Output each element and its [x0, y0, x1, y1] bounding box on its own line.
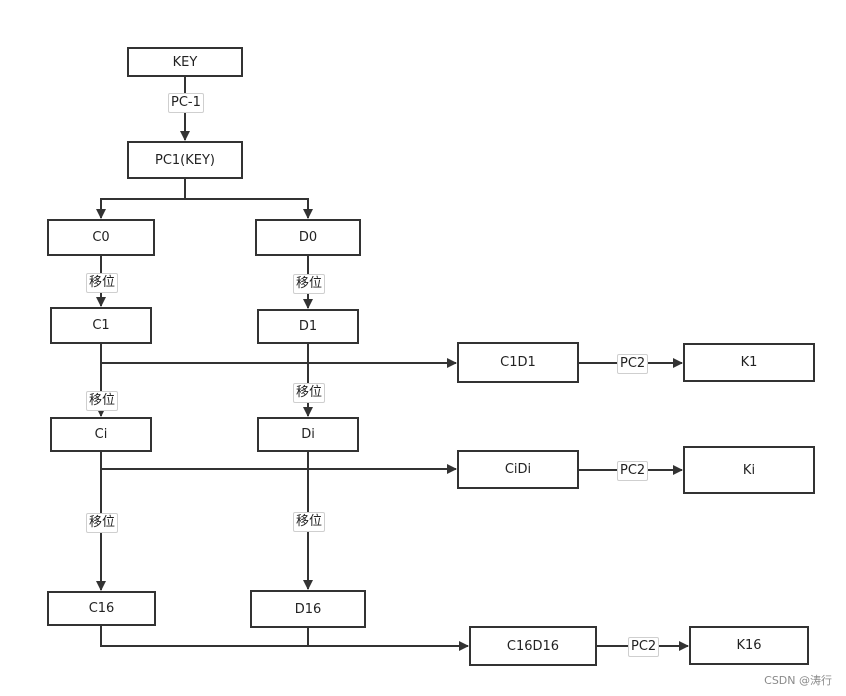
watermark: CSDN @涛行 — [764, 674, 832, 687]
node-c16-label: C16 — [88, 601, 115, 616]
node-k1-label: K1 — [740, 355, 758, 370]
node-d0: D0 — [255, 219, 361, 256]
edge-c16-to-c16d16 — [100, 625, 469, 651]
node-k1: K1 — [683, 343, 815, 382]
edge-label-shift-d1-di: 移位 — [293, 383, 326, 403]
edge-split-to-d0 — [185, 198, 313, 219]
edge-label-shift-c0-c1: 移位 — [86, 273, 119, 293]
node-c1d1: C1D1 — [457, 342, 579, 383]
node-d16-label: D16 — [294, 601, 322, 617]
node-c1-label: C1 — [92, 318, 110, 333]
node-d0-label: D0 — [298, 230, 318, 245]
edge-label-pc-1: PC-1 — [168, 93, 204, 113]
node-c1d1-label: C1D1 — [500, 355, 536, 370]
edge-label-pc2-k1: PC2 — [617, 354, 649, 374]
node-di-label: Di — [301, 427, 315, 442]
edge-label-shift-di-d16: 移位 — [293, 512, 326, 532]
node-ci-label: Ci — [94, 427, 108, 442]
node-d16: D16 — [250, 590, 366, 628]
node-c16: C16 — [47, 591, 156, 626]
edge-label-pc2-k16: PC2 — [628, 637, 660, 657]
node-c16d16: C16D16 — [469, 626, 597, 666]
node-c0-label: C0 — [92, 230, 110, 245]
node-di: Di — [257, 417, 359, 452]
node-d1-label: D1 — [298, 319, 318, 334]
node-d1: D1 — [257, 309, 359, 344]
node-ki: Ki — [683, 446, 815, 494]
node-pc1key: PC1(KEY) — [127, 141, 243, 179]
edge-label-shift-c1-ci: 移位 — [86, 391, 119, 411]
node-key: KEY — [127, 47, 243, 77]
node-pc1key-label: PC1(KEY) — [154, 152, 215, 168]
edge-split-to-c0 — [96, 198, 185, 219]
edge-label-pc2-ki: PC2 — [617, 461, 649, 481]
node-k16: K16 — [689, 626, 809, 665]
node-cidi-label: CiDi — [504, 462, 532, 477]
node-k16-label: K16 — [736, 638, 762, 653]
edge-c1-to-c1d1 — [100, 343, 457, 368]
edge-label-shift-ci-c16: 移位 — [86, 513, 119, 533]
node-ci: Ci — [50, 417, 152, 452]
edge-ci-to-cidi — [100, 451, 457, 474]
node-c1: C1 — [50, 307, 152, 344]
edge-label-shift-d0-d1: 移位 — [293, 274, 326, 294]
node-c16d16-label: C16D16 — [506, 638, 560, 654]
node-key-label: KEY — [172, 54, 198, 70]
node-c0: C0 — [47, 219, 155, 256]
node-ki-label: Ki — [742, 462, 756, 478]
node-cidi: CiDi — [457, 450, 579, 489]
